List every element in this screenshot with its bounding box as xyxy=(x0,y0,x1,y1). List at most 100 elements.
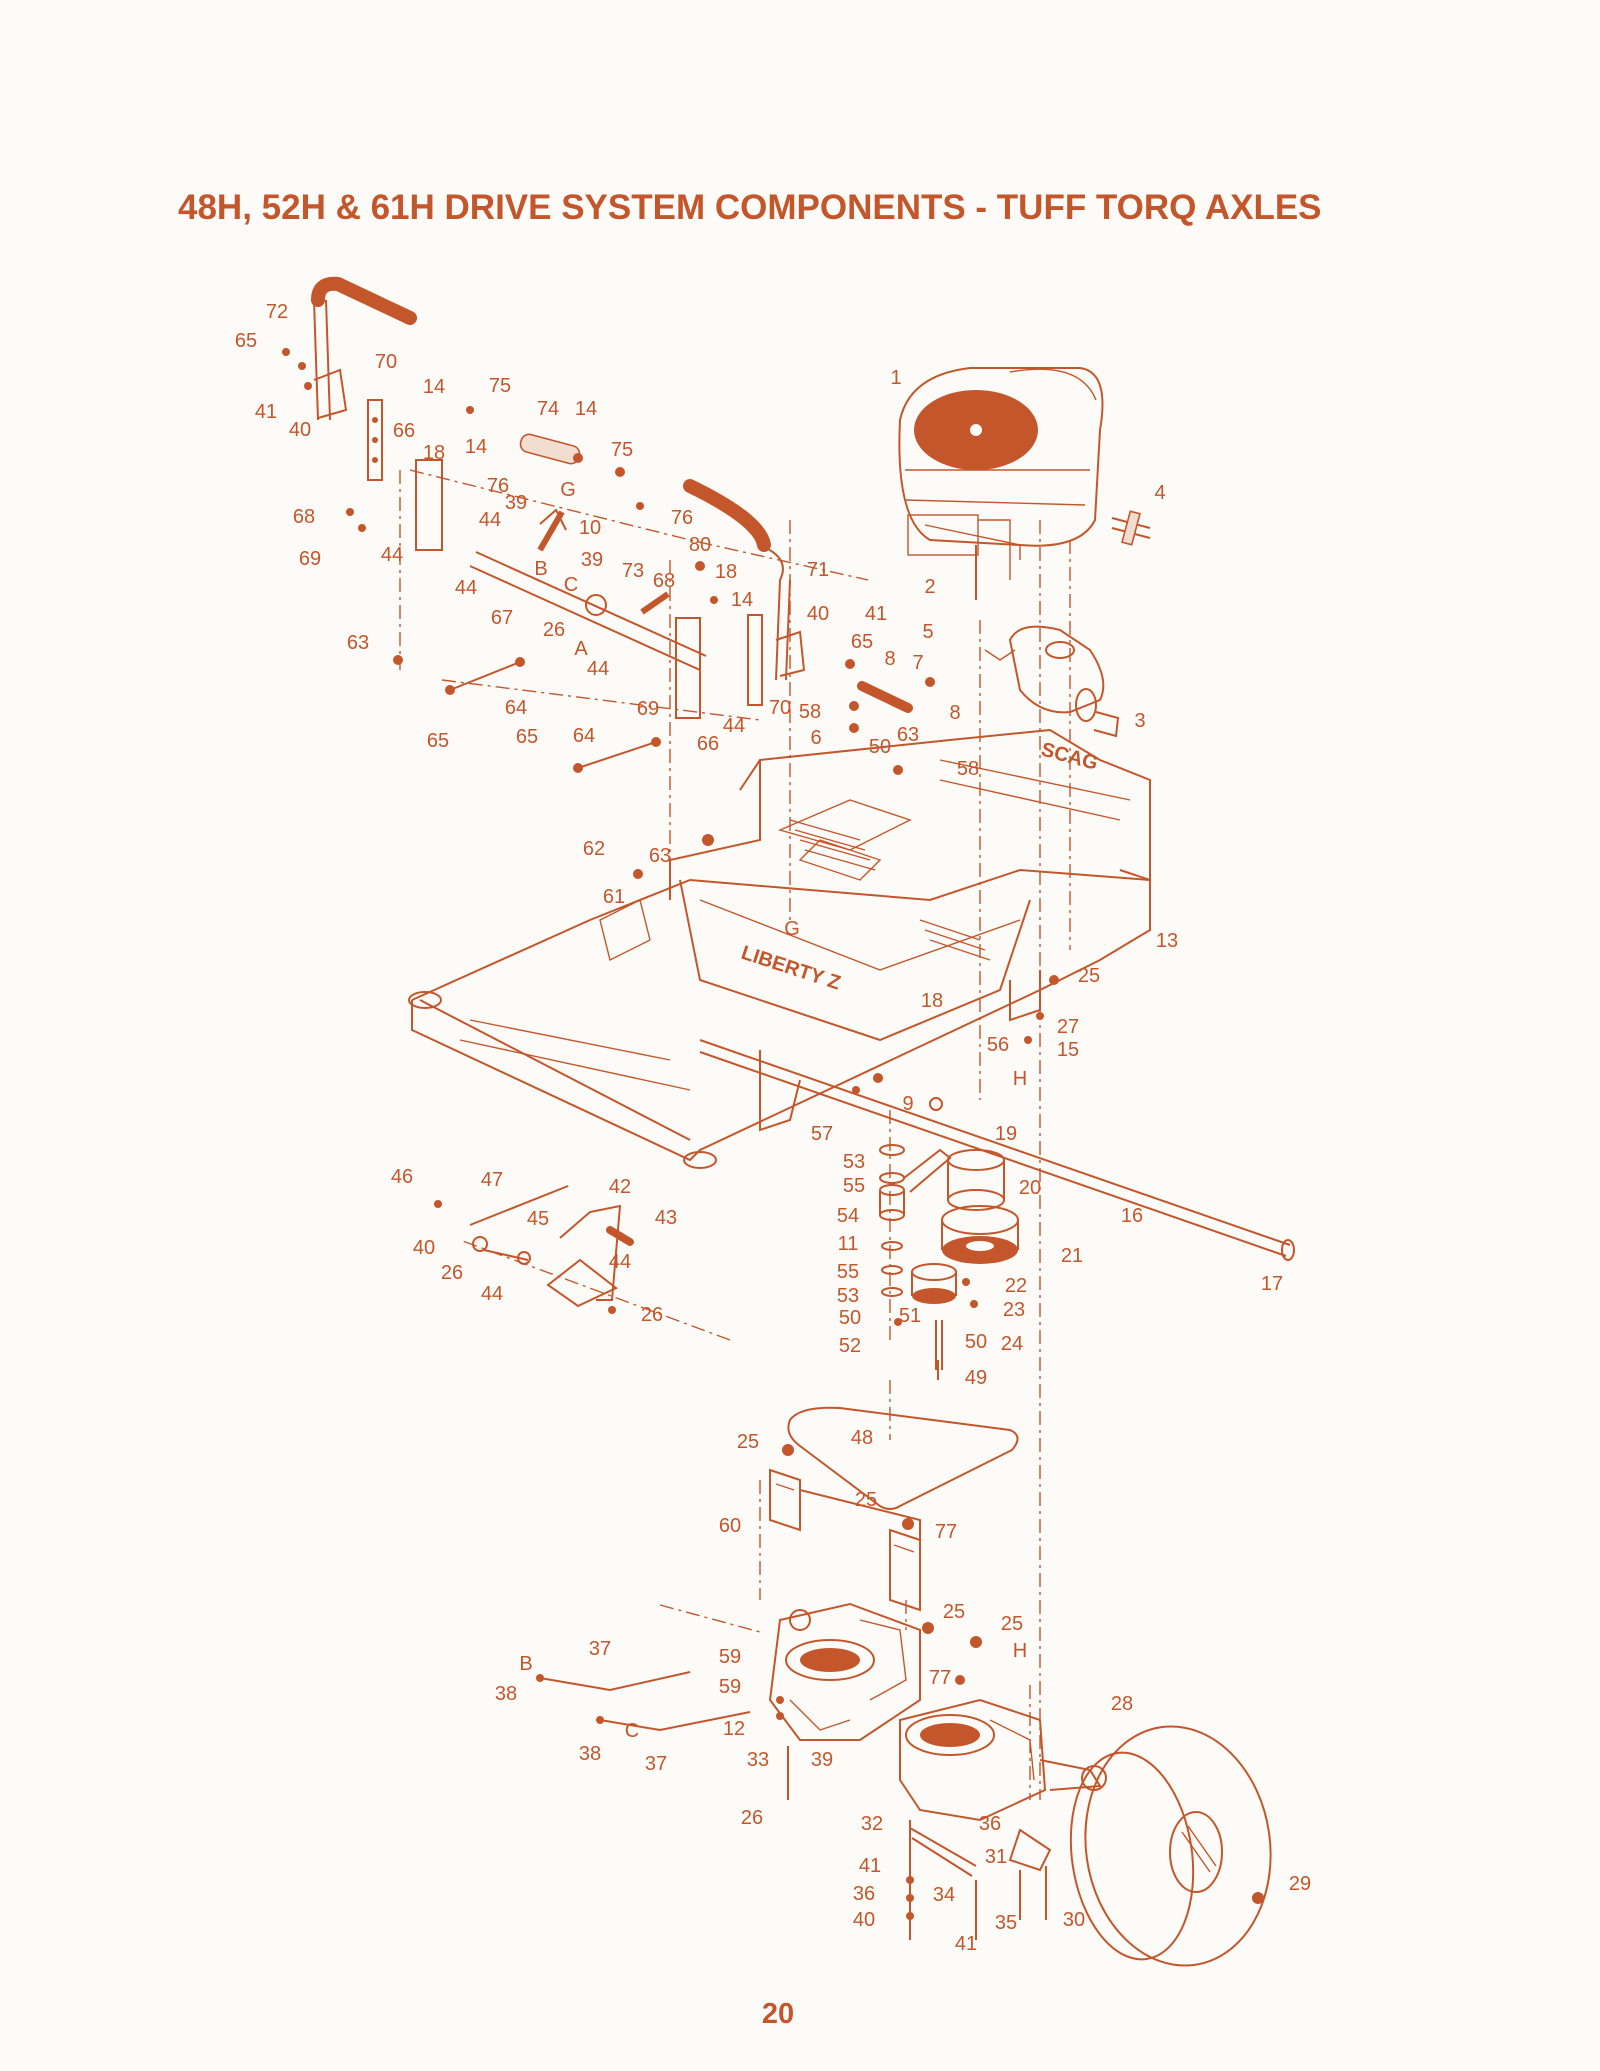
callout-label: B xyxy=(534,558,547,580)
callout-label: G xyxy=(784,918,800,940)
callout-label: 69 xyxy=(637,698,659,720)
callout-label: 58 xyxy=(799,701,821,723)
fitting-4 xyxy=(1111,510,1151,546)
callout-label: H xyxy=(1013,1068,1027,1090)
callout-label: 40 xyxy=(289,419,311,441)
callout-label: 25 xyxy=(855,1489,877,1511)
callout-label: 44 xyxy=(381,544,403,566)
callout-label: 60 xyxy=(719,1515,741,1537)
callout-label: 75 xyxy=(611,439,633,461)
callout-label: 13 xyxy=(1156,930,1178,952)
drive-belt xyxy=(787,1406,1019,1510)
callout-label: 16 xyxy=(1121,1205,1143,1227)
drive-tire xyxy=(1069,1725,1272,1967)
callout-label: 43 xyxy=(655,1207,677,1229)
callout-label: 46 xyxy=(391,1166,413,1188)
spring-7 xyxy=(857,681,913,713)
callout-label: 53 xyxy=(837,1285,859,1307)
callout-label: 59 xyxy=(719,1676,741,1698)
callout-label: 76 xyxy=(487,475,509,497)
callout-label: 44 xyxy=(479,509,501,531)
callout-label: 47 xyxy=(481,1169,503,1191)
callout-label: 44 xyxy=(587,658,609,680)
callout-label: 65 xyxy=(235,330,257,352)
callout-label: 63 xyxy=(347,632,369,654)
torque-strap xyxy=(909,1827,1052,1877)
callout-label: 17 xyxy=(1261,1273,1283,1295)
callout-label: 30 xyxy=(1063,1909,1085,1931)
callout-label: 5 xyxy=(922,621,933,643)
callout-label: 6 xyxy=(810,727,821,749)
callout-label: 59 xyxy=(719,1646,741,1668)
callout-label: 20 xyxy=(1019,1177,1041,1199)
callout-label: 14 xyxy=(575,398,597,420)
callout-label: 14 xyxy=(423,376,445,398)
hardware xyxy=(282,348,1059,1940)
control-lever-right xyxy=(683,479,806,706)
callout-label: 25 xyxy=(943,1601,965,1623)
callout-label: 40 xyxy=(413,1237,435,1259)
callout-label: 80 xyxy=(689,534,711,556)
callout-label: 25 xyxy=(1001,1613,1023,1635)
callout-label: 39 xyxy=(505,492,527,514)
callout-label: 10 xyxy=(579,517,601,539)
callout-label: 54 xyxy=(837,1205,859,1227)
callout-label: 45 xyxy=(527,1208,549,1230)
callout-label: A xyxy=(574,638,588,660)
callout-label: H xyxy=(1013,1640,1027,1662)
callout-label: 64 xyxy=(573,725,595,747)
muffler xyxy=(984,625,1120,738)
callout-label: 31 xyxy=(985,1846,1007,1868)
callout-label: 44 xyxy=(455,577,477,599)
callout-label: 77 xyxy=(935,1521,957,1543)
callout-label: 56 xyxy=(987,1034,1009,1056)
callout-label: 8 xyxy=(884,648,895,670)
callout-label: 23 xyxy=(1003,1299,1025,1321)
callout-label: 27 xyxy=(1057,1016,1079,1038)
callout-label: 19 xyxy=(995,1123,1017,1145)
callout-label: 66 xyxy=(393,420,415,442)
callout-label: 32 xyxy=(861,1813,883,1835)
callout-label: 22 xyxy=(1005,1275,1027,1297)
callout-label: 1 xyxy=(890,367,901,389)
linkage-rods xyxy=(445,657,661,773)
callout-label: 50 xyxy=(965,1331,987,1353)
callout-label: 55 xyxy=(843,1175,865,1197)
page-title: 48H, 52H & 61H DRIVE SYSTEM COMPONENTS -… xyxy=(178,188,1322,227)
callout-label: 37 xyxy=(645,1753,667,1775)
callout-label: 38 xyxy=(495,1683,517,1705)
callout-label: 36 xyxy=(979,1813,1001,1835)
callout-label: 4 xyxy=(1154,482,1165,504)
callout-label: 75 xyxy=(489,375,511,397)
callout-label: 67 xyxy=(491,607,513,629)
callout-label: 57 xyxy=(811,1123,833,1145)
idler-pulley-51 xyxy=(911,1263,957,1304)
callout-label: 11 xyxy=(838,1233,859,1255)
transaxle-left xyxy=(768,1602,921,1741)
callout-label: 50 xyxy=(839,1307,861,1329)
callout-label: G xyxy=(560,479,576,501)
callout-label: 14 xyxy=(731,589,753,611)
callout-label: 36 xyxy=(853,1883,875,1905)
callout-label: 15 xyxy=(1057,1039,1079,1061)
idler-arm-stack xyxy=(879,1144,952,1370)
electric-clutch xyxy=(941,1149,1019,1264)
callout-label: 74 xyxy=(537,398,559,420)
callout-label: 50 xyxy=(869,736,891,758)
callout-label: 70 xyxy=(375,351,397,373)
callout-label: 34 xyxy=(933,1884,955,1906)
callout-label: C xyxy=(564,574,578,596)
callout-label: 44 xyxy=(723,715,745,737)
callout-label: 41 xyxy=(255,401,277,423)
callout-label: 52 xyxy=(839,1335,861,1357)
callout-label: 8 xyxy=(949,702,960,724)
callout-label: 26 xyxy=(741,1807,763,1829)
brake-linkage xyxy=(469,1185,634,1308)
callout-label: 26 xyxy=(641,1304,663,1326)
control-lever-left xyxy=(311,276,417,481)
callout-label: 68 xyxy=(293,506,315,528)
callout-label: 41 xyxy=(859,1855,881,1877)
steering-shaft xyxy=(415,433,707,719)
callout-label: 68 xyxy=(653,570,675,592)
